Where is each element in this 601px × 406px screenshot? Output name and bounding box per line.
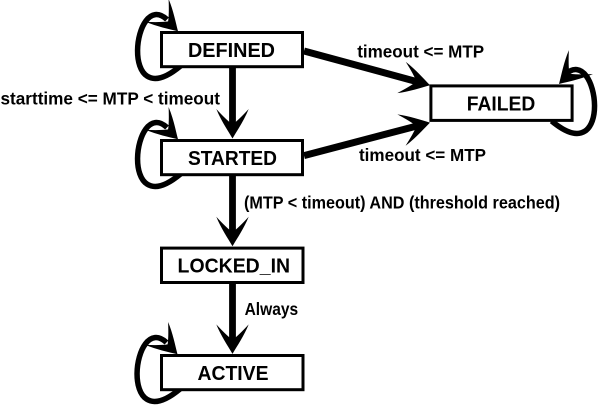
svg-text:timeout <= MTP: timeout <= MTP — [357, 42, 484, 62]
svg-text:timeout <= MTP: timeout <= MTP — [359, 145, 486, 165]
svg-text:DEFINED: DEFINED — [188, 40, 275, 62]
svg-text:LOCKED_IN: LOCKED_IN — [178, 256, 291, 278]
svg-text:(MTP < timeout) AND (threshold: (MTP < timeout) AND (threshold reached) — [244, 192, 560, 212]
svg-text:STARTED: STARTED — [188, 148, 277, 170]
svg-text:Always: Always — [245, 299, 299, 319]
svg-text:FAILED: FAILED — [467, 94, 536, 116]
svg-text:ACTIVE: ACTIVE — [198, 363, 269, 385]
svg-text:starttime <= MTP < timeout: starttime <= MTP < timeout — [1, 88, 221, 108]
